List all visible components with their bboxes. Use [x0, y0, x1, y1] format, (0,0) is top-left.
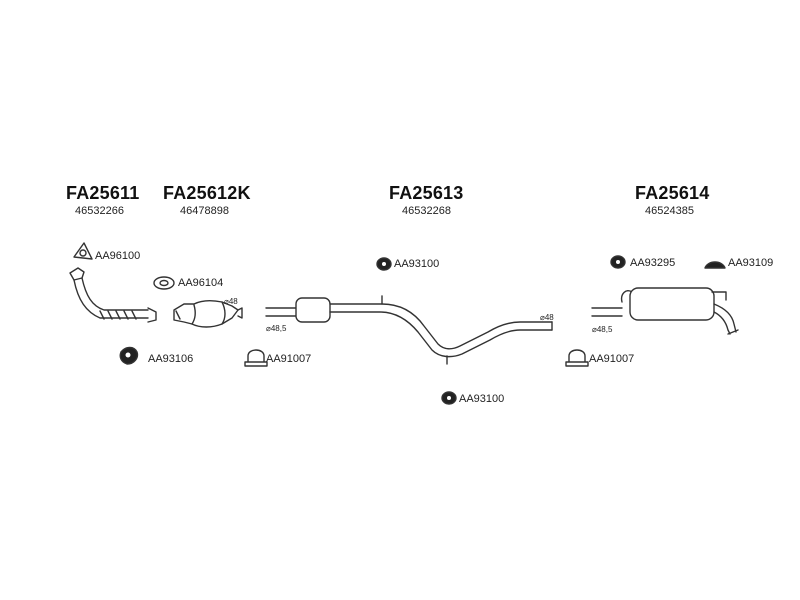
part-label-rubber-mount: AA93100 [459, 393, 505, 405]
part-label-clamp: AA91007 [589, 353, 635, 365]
rubber-mount-icon [610, 255, 626, 269]
clamp-icon [565, 349, 589, 367]
rubber-mount-icon [441, 391, 457, 405]
part-label-gasket: AA96104 [178, 277, 224, 289]
dimension-label: ⌀48,5 [592, 325, 613, 334]
group-title-fa25613: FA25613 [389, 183, 464, 203]
rubber-mount-icon [119, 346, 139, 365]
part-label-rubber-mount: AA93295 [630, 257, 676, 269]
part-label-rubber-mount: AA93106 [148, 353, 194, 365]
triangle-gasket-icon [73, 242, 93, 260]
group-code-fa25614: 46524385 [645, 205, 694, 217]
group-code-fa25613: 46532268 [402, 205, 451, 217]
part-label-gasket: AA96100 [95, 250, 141, 262]
group-code-fa25612k: 46478898 [180, 205, 229, 217]
rubber-mount-icon [376, 257, 392, 271]
dimension-label: ⌀48,5 [266, 324, 287, 333]
oval-gasket-icon [153, 276, 175, 290]
group-code-fa25611: 46532266 [75, 205, 124, 217]
front-pipe-icon [69, 267, 157, 323]
part-label-rubber-mount: AA93100 [394, 258, 440, 270]
rear-silencer-icon [591, 287, 739, 335]
middle-pipe-icon [265, 295, 553, 365]
part-label-rubber-hanger: AA93109 [728, 257, 774, 269]
catalytic-converter-icon [173, 299, 243, 328]
group-title-fa25614: FA25614 [635, 183, 710, 203]
clamp-icon [244, 349, 268, 367]
dimension-label: ⌀48 [224, 297, 238, 306]
group-title-fa25611: FA25611 [66, 183, 140, 203]
rubber-hanger-icon [704, 261, 726, 269]
dimension-label: ⌀48 [540, 313, 554, 322]
part-label-clamp: AA91007 [266, 353, 312, 365]
group-title-fa25612k: FA25612K [163, 183, 251, 203]
